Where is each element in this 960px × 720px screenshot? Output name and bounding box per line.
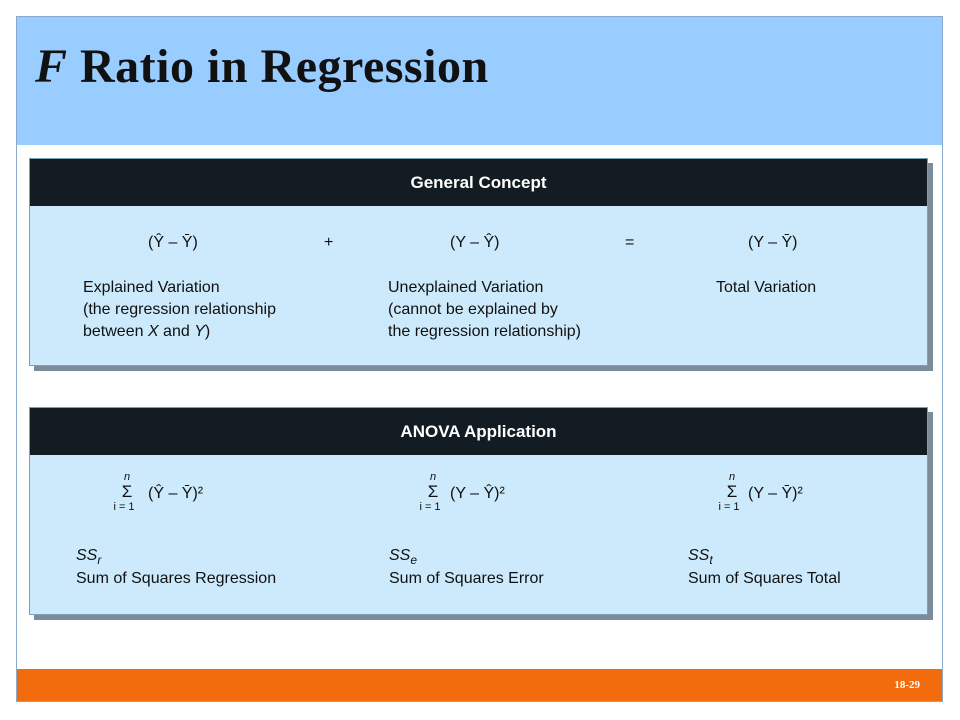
equals-sign: = <box>625 234 635 251</box>
ss-total-symbol: SSt <box>688 547 713 568</box>
ss-regression-symbol: SSr <box>76 547 102 568</box>
panel-heading: General Concept <box>30 159 927 206</box>
total-expression: (Y – Ȳ) <box>748 234 798 251</box>
ss-error-symbol: SSe <box>389 547 418 568</box>
unexplained-expression: (Y – Ŷ) <box>450 234 500 251</box>
footer-band: 18-29 <box>17 669 942 701</box>
summation-symbol: n Σ i = 1 <box>419 471 441 513</box>
general-concept-panel: General Concept (Ŷ – Ȳ) + (Y – Ŷ) = (Y –… <box>29 158 928 366</box>
slide: F Ratio in Regression General Concept (Ŷ… <box>16 16 943 702</box>
summation-symbol: n Σ i = 1 <box>718 471 740 513</box>
total-sum-expression: (Y – Ȳ)² <box>748 485 803 502</box>
explained-description: Explained Variation (the regression rela… <box>83 279 276 340</box>
slide-title: F Ratio in Regression <box>35 40 489 93</box>
plus-sign: + <box>324 234 334 251</box>
explained-expression: (Ŷ – Ȳ) <box>148 234 198 251</box>
panel-heading: ANOVA Application <box>30 408 927 455</box>
title-band: F Ratio in Regression <box>17 17 942 145</box>
anova-application-panel: ANOVA Application n Σ i = 1 (Ŷ – Ȳ)² n Σ… <box>29 407 928 615</box>
regression-sum-expression: (Ŷ – Ȳ)² <box>148 485 204 502</box>
page-number: 18-29 <box>894 679 920 691</box>
ss-total-label: Sum of Squares Total <box>688 570 841 587</box>
total-description: Total Variation <box>716 279 817 296</box>
error-sum-expression: (Y – Ŷ)² <box>450 485 505 502</box>
ss-error-label: Sum of Squares Error <box>389 570 544 587</box>
unexplained-description: Unexplained Variation (cannot be explain… <box>388 279 581 340</box>
ss-regression-label: Sum of Squares Regression <box>76 570 277 587</box>
summation-symbol: n Σ i = 1 <box>113 471 135 513</box>
